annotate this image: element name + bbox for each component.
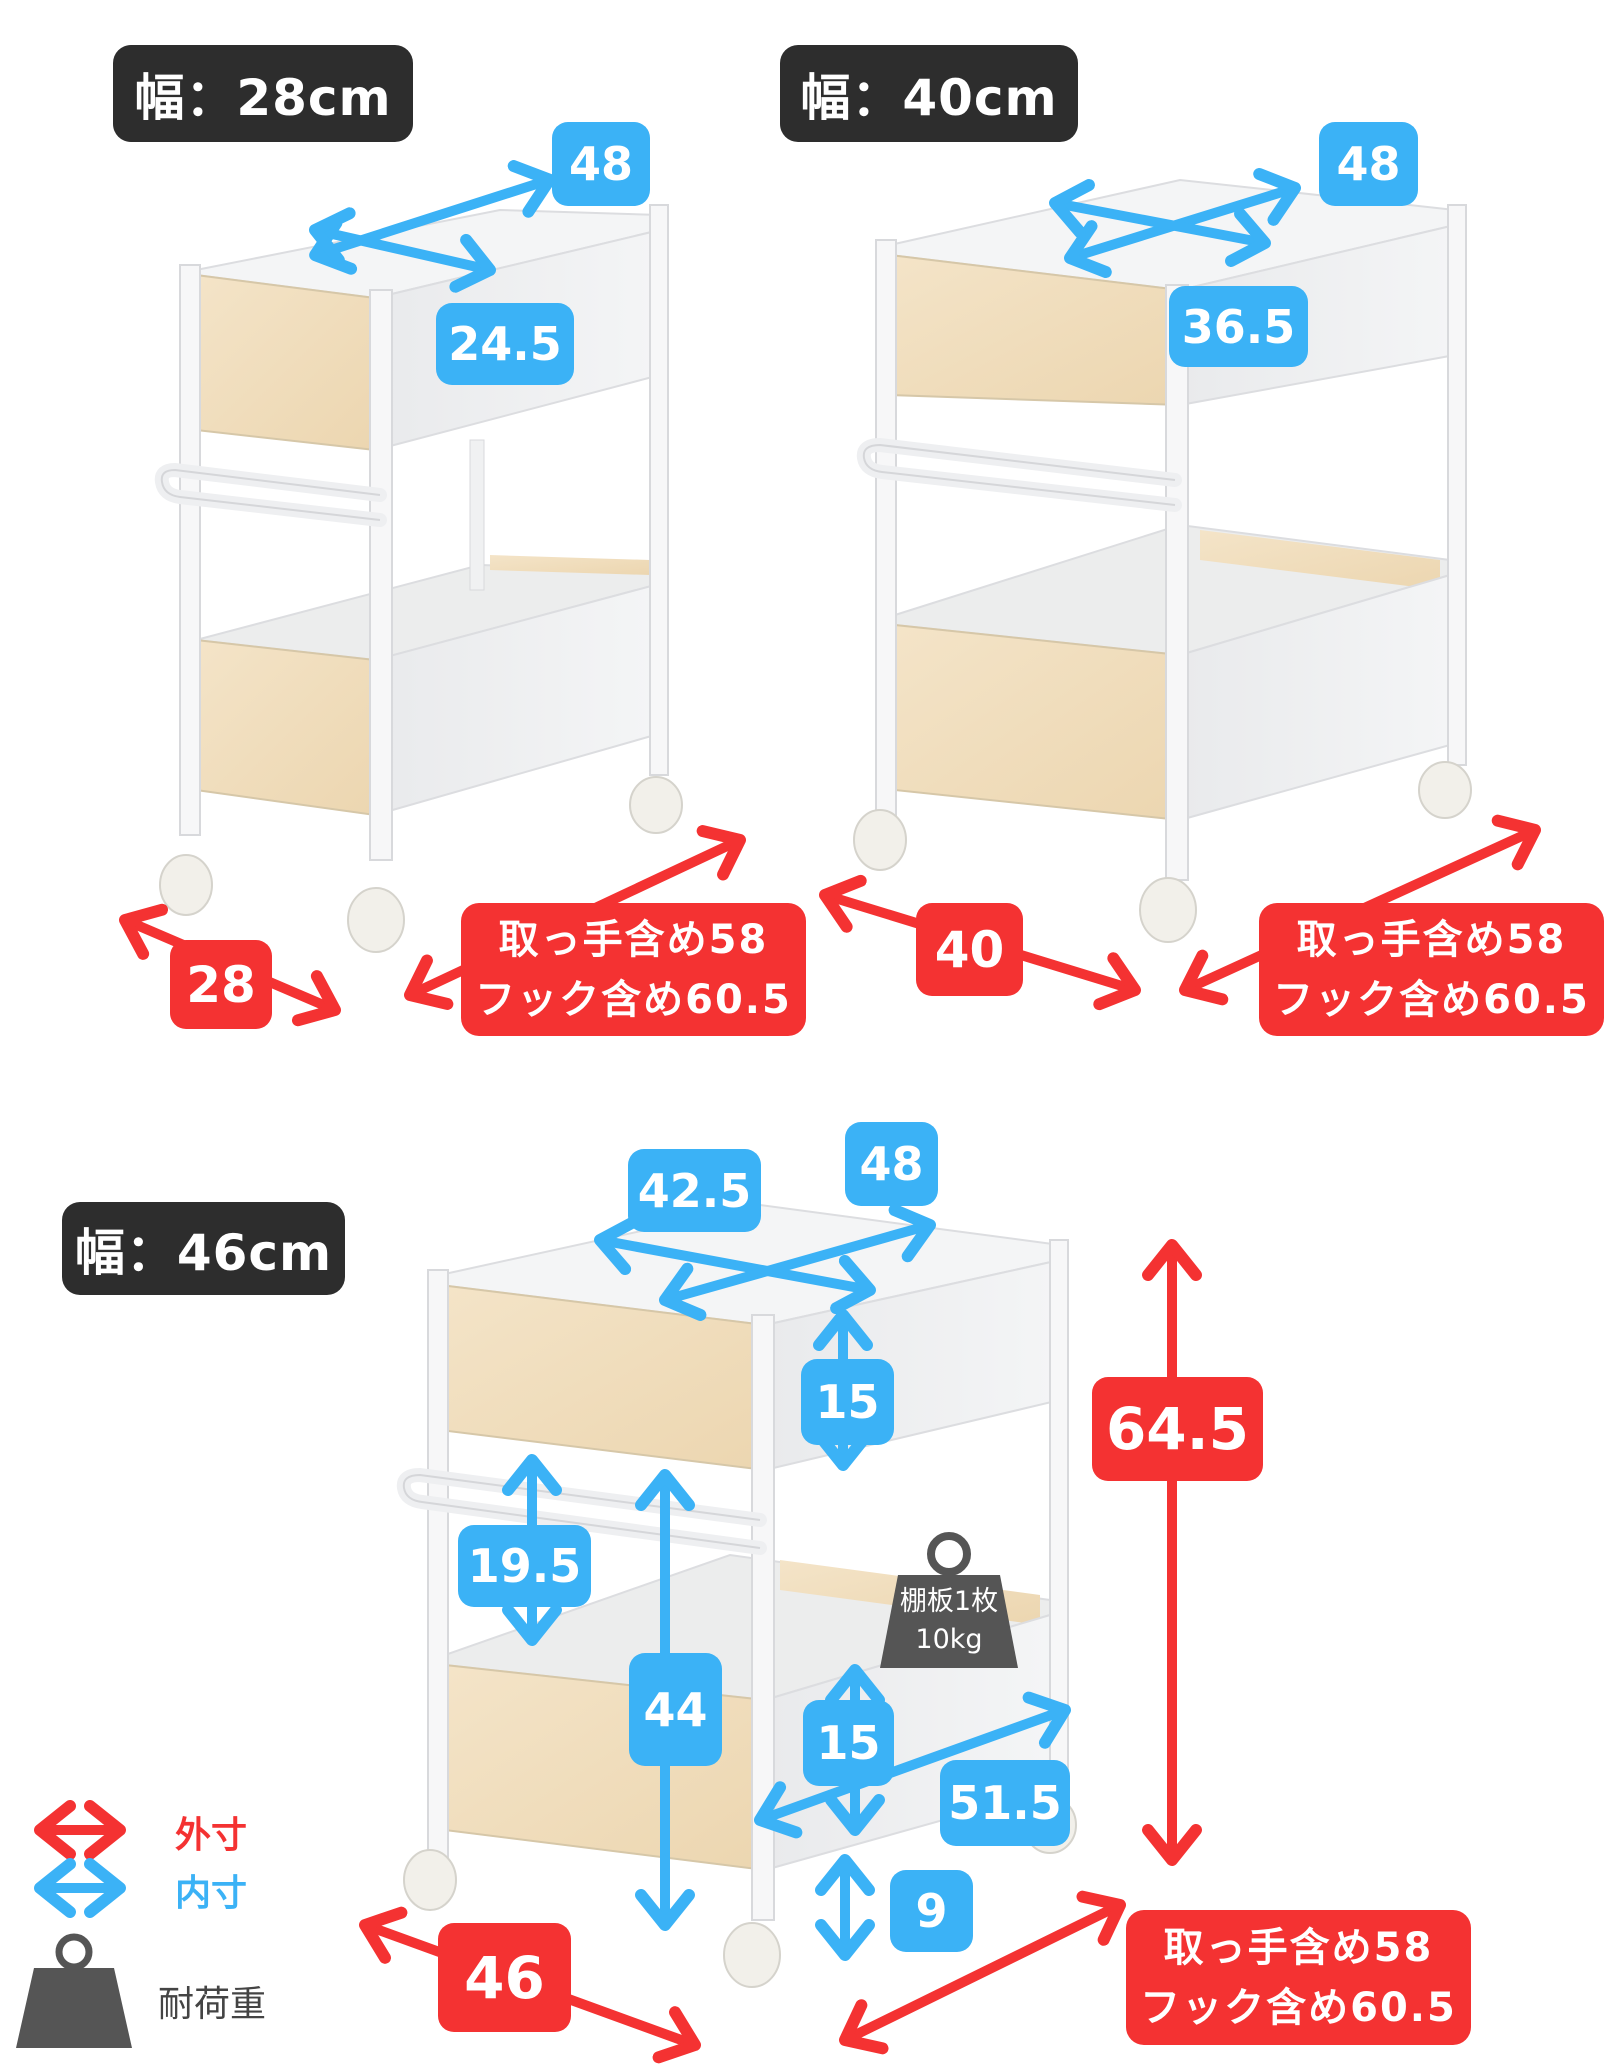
label-inner-depth-40: 48 <box>1319 122 1418 206</box>
depth-with-handle: 取っ手含め58 <box>1163 1924 1434 1971</box>
label-lower-height: 44 <box>629 1653 722 1766</box>
label-outer-depth-28: 取っ手含め58 フック含め60.5 <box>461 903 806 1036</box>
shelf-load-badge: 棚板1枚 10kg <box>876 1530 1022 1670</box>
label-clearance-under-top: 19.5 <box>458 1525 591 1607</box>
label-outer-width-28: 28 <box>170 940 272 1029</box>
label-inner-width-46: 42.5 <box>628 1149 761 1232</box>
weight-icon <box>880 1532 1018 1668</box>
legend-weight-icon <box>16 1933 132 2048</box>
title-width-28: 幅：28cm <box>113 45 413 142</box>
arrow-inner-width-28 <box>308 207 497 293</box>
label-outer-depth-46: 取っ手含め58 フック含め60.5 <box>1126 1910 1471 2045</box>
label-outer-depth-40: 取っ手含め58 フック含め60.5 <box>1259 903 1604 1036</box>
label-outer-width-46: 46 <box>438 1923 571 2032</box>
depth-with-hook: フック含め60.5 <box>1140 1984 1457 2031</box>
label-inner-width-28: 24.5 <box>436 303 574 385</box>
arrow-inner-depth-28 <box>309 160 556 275</box>
label-top-drawer-height: 15 <box>801 1359 894 1445</box>
depth-with-handle: 取っ手含め58 <box>498 916 769 963</box>
load-shelf-label: 棚板1枚 <box>899 1586 999 1617</box>
title-width-46: 幅：46cm <box>62 1202 345 1295</box>
depth-with-hook: フック含め60.5 <box>1273 976 1590 1023</box>
label-inner-depth-46: 48 <box>845 1122 938 1206</box>
arrow-outer-depth-46 <box>838 1890 1127 2055</box>
legend-load-label: 耐荷重 <box>158 1984 267 2025</box>
legend-inner-label: 内寸 <box>175 1873 248 1914</box>
load-value: 10kg <box>915 1624 983 1655</box>
label-bottom-drawer-height: 15 <box>803 1700 894 1786</box>
arrow-inner-depth-46 <box>658 1204 937 1321</box>
label-outer-height: 64.5 <box>1092 1377 1263 1481</box>
title-width-40: 幅：40cm <box>780 45 1078 142</box>
arrow-bottom-depth-51-5 <box>753 1691 1072 1839</box>
legend-outer-label: 外寸 <box>175 1815 248 1856</box>
label-outer-width-40: 40 <box>916 903 1023 996</box>
label-floor-clearance: 9 <box>890 1870 973 1952</box>
depth-with-hook: フック含め60.5 <box>475 976 792 1023</box>
depth-with-handle: 取っ手含め58 <box>1296 916 1567 963</box>
label-inner-width-40: 36.5 <box>1169 286 1308 367</box>
arrow-inner-width-40 <box>1048 179 1272 267</box>
label-bottom-depth: 51.5 <box>940 1760 1070 1846</box>
label-inner-depth-28: 48 <box>552 122 650 206</box>
